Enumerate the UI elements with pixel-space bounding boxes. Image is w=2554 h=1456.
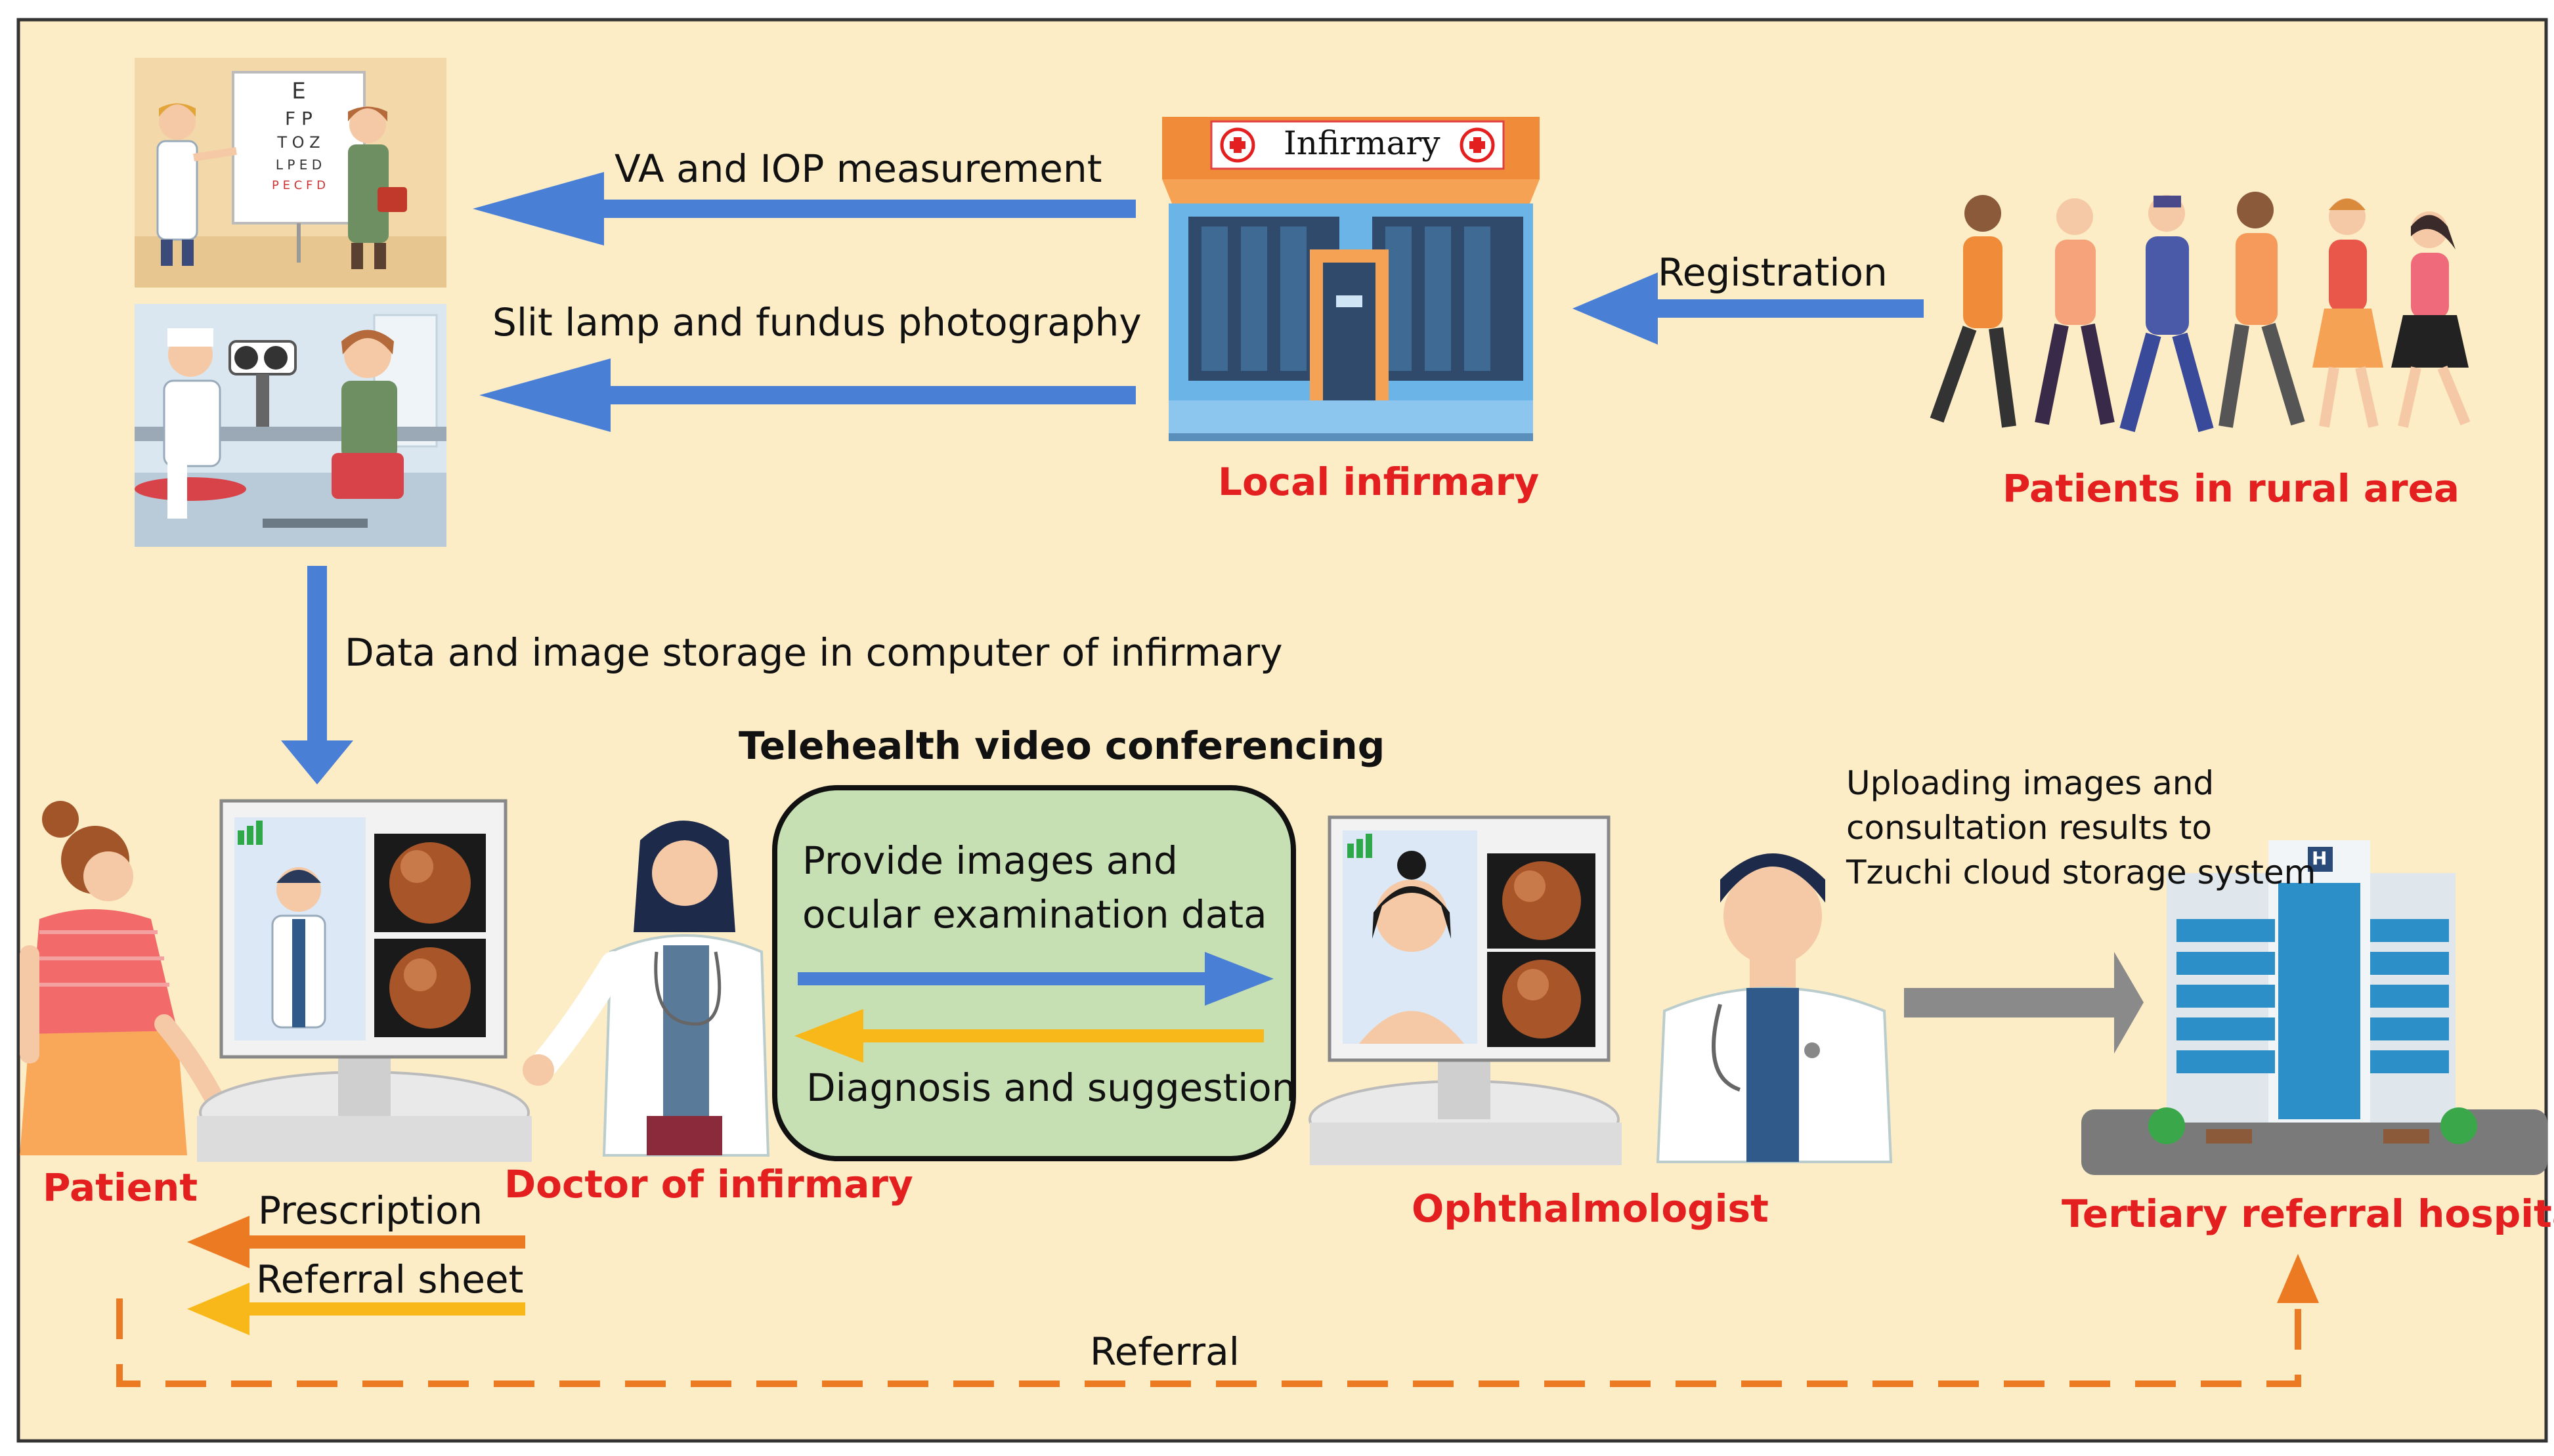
diagnosis-label: Diagnosis and suggestion <box>806 1065 1296 1110</box>
upload-label-line3: Tzuchi cloud storage system <box>1846 853 2316 891</box>
ophthalmologist-illustration <box>1656 853 1893 1163</box>
svg-text:P E C F D: P E C F D <box>272 179 326 192</box>
patient-label: Patient <box>43 1165 198 1210</box>
local-infirmary-label: Local infirmary <box>1218 460 1540 504</box>
upload-label-line1: Uploading images and <box>1846 764 2215 802</box>
infirmary-sign-text: Infirmary <box>1284 124 1440 162</box>
rural-patients-crowd-illustration <box>1930 192 2471 433</box>
infirmary-monitor-illustration <box>197 799 532 1162</box>
tertiary-hospital-illustration <box>2081 840 2547 1175</box>
patients-rural-label: Patients in rural area <box>2002 466 2460 511</box>
referral-sheet-arrow <box>187 1283 525 1335</box>
upload-arrow <box>1904 952 2144 1054</box>
local-infirmary-illustration <box>1162 117 1540 441</box>
patient-illustration <box>20 801 230 1155</box>
provide-data-arrow <box>798 952 1274 1006</box>
va-iop-label: VA and IOP measurement <box>615 146 1102 191</box>
tertiary-hospital-label: Tertiary referral hospital <box>2062 1191 2554 1236</box>
provide-data-label-line2: ocular examination data <box>802 892 1267 937</box>
hospital-sign-text: H <box>2312 847 2327 869</box>
ophthalmologist-monitor-illustration <box>1309 815 1622 1165</box>
slit-lamp-arrow <box>479 358 1136 432</box>
diagnosis-arrow <box>794 1009 1264 1063</box>
svg-text:E: E <box>292 78 305 104</box>
referral-dashed-arrow <box>116 1254 2319 1387</box>
referral-label: Referral <box>1090 1329 1240 1374</box>
storage-arrow <box>281 566 353 784</box>
doctor-of-infirmary-label: Doctor of infirmary <box>504 1162 913 1207</box>
ophthalmologist-label: Ophthalmologist <box>1412 1186 1769 1231</box>
registration-label: Registration <box>1658 250 1888 295</box>
slit-lamp-exam-illustration <box>135 304 446 547</box>
provide-data-label-line1: Provide images and <box>802 838 1178 883</box>
upload-label-line2: consultation results to <box>1846 809 2212 847</box>
storage-label: Data and image storage in computer of in… <box>345 630 1283 675</box>
referral-sheet-label: Referral sheet <box>256 1257 524 1302</box>
prescription-arrow <box>187 1216 525 1268</box>
svg-text:L P E D: L P E D <box>276 157 322 173</box>
svg-text:F P: F P <box>285 108 313 129</box>
slit-lamp-label: Slit lamp and fundus photography <box>492 300 1142 345</box>
telehealth-title: Telehealth video conferencing <box>739 723 1385 768</box>
svg-text:T O Z: T O Z <box>276 133 320 152</box>
doctor-of-infirmary-illustration <box>523 821 770 1157</box>
va-iop-arrow <box>473 172 1136 246</box>
prescription-label: Prescription <box>258 1188 483 1233</box>
registration-arrow <box>1572 272 1924 345</box>
eye-chart-exam-illustration: E F P T O Z L P E D P E C F D <box>135 58 446 288</box>
